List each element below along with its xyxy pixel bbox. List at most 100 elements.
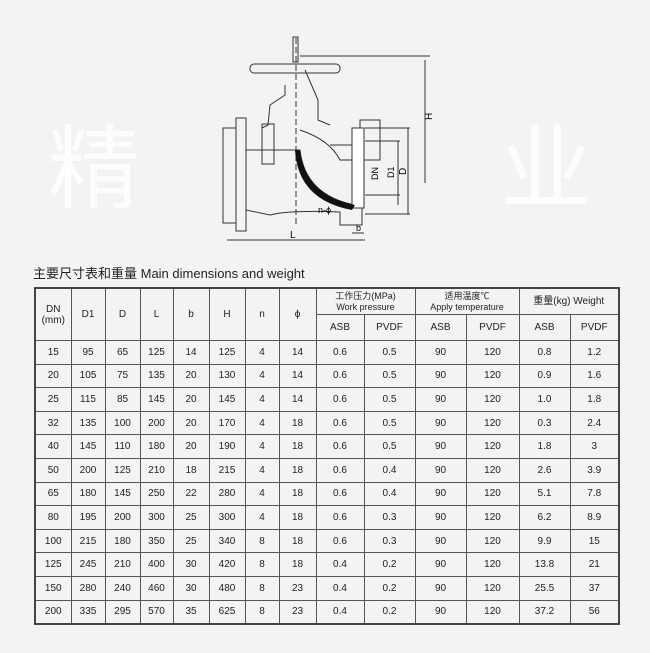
table-cell: 120: [465, 387, 520, 412]
table-cell: 1.8: [569, 387, 620, 412]
table-cell: 2.4: [569, 410, 620, 436]
table-cell: 20: [34, 363, 72, 389]
table-cell: 125: [139, 340, 174, 365]
table-cell: 18: [278, 410, 317, 436]
table-cell: 20: [172, 387, 210, 412]
table-cell: 120: [465, 528, 520, 554]
table-cell: 37: [569, 575, 620, 601]
header-weight: 重量(kg) Weight: [518, 287, 620, 315]
table-cell: 0.3: [518, 410, 571, 436]
table-cell: 25: [172, 528, 210, 554]
table-cell: 280: [208, 481, 246, 507]
table-cell: 90: [414, 340, 467, 365]
table-cell: 150: [34, 575, 72, 601]
subheader-pvdf: PVDF: [569, 314, 620, 341]
table-cell: 100: [34, 528, 72, 554]
table-cell: 300: [139, 505, 174, 530]
table-cell: 32: [34, 410, 72, 436]
table-cell: 23: [278, 575, 317, 601]
header-b: b: [172, 287, 210, 341]
table-cell: 0.4: [315, 575, 365, 601]
table-cell: 0.5: [363, 387, 416, 412]
table-cell: 25: [172, 505, 210, 530]
table-cell: 4: [244, 410, 280, 436]
table-cell: 90: [414, 387, 467, 412]
table-cell: 21: [569, 552, 620, 577]
table-cell: 20: [172, 434, 210, 459]
table-cell: 120: [465, 505, 520, 530]
table-cell: 0.2: [363, 575, 416, 601]
header-d: D: [104, 287, 141, 341]
table-cell: 120: [465, 599, 520, 625]
table-cell: 130: [208, 363, 246, 389]
table-cell: 20: [172, 410, 210, 436]
table-cell: 90: [414, 528, 467, 554]
table-cell: 0.6: [315, 457, 365, 483]
table-cell: 20: [172, 363, 210, 389]
table-cell: 95: [70, 340, 106, 365]
table-cell: 0.2: [363, 552, 416, 577]
table-cell: 0.5: [363, 434, 416, 459]
table-cell: 200: [34, 599, 72, 625]
table-cell: 0.6: [315, 505, 365, 530]
table-cell: 0.4: [315, 599, 365, 625]
table-cell: 90: [414, 599, 467, 625]
table-cell: 0.8: [518, 340, 571, 365]
table-cell: 7.8: [569, 481, 620, 507]
table-cell: 4: [244, 505, 280, 530]
table-cell: 200: [104, 505, 141, 530]
table-cell: 80: [34, 505, 72, 530]
table-cell: 3: [569, 434, 620, 459]
table-cell: 18: [278, 457, 317, 483]
table-cell: 90: [414, 481, 467, 507]
table-cell: 18: [278, 434, 317, 459]
header-d1: D1: [70, 287, 106, 341]
table-cell: 180: [104, 528, 141, 554]
table-cell: 215: [208, 457, 246, 483]
table-cell: 13.8: [518, 552, 571, 577]
table-cell: 210: [104, 552, 141, 577]
dimensions-table: DN(mm) D1 D L b H n ϕ 工作压力(MPa)Work pres…: [34, 287, 620, 626]
table-cell: 125: [104, 457, 141, 483]
header-phi: ϕ: [278, 287, 317, 341]
table-cell: 120: [465, 481, 520, 507]
table-cell: 65: [34, 481, 72, 507]
subheader-pvdf: PVDF: [363, 314, 416, 341]
subheader-asb: ASB: [315, 314, 365, 341]
table-cell: 75: [104, 363, 141, 389]
table-cell: 0.6: [315, 481, 365, 507]
label-l: L: [290, 230, 296, 241]
subheader-asb: ASB: [414, 314, 467, 341]
table-cell: 5.1: [518, 481, 571, 507]
table-cell: 135: [70, 410, 106, 436]
table-cell: 1.8: [518, 434, 571, 459]
table-cell: 8.9: [569, 505, 620, 530]
table-cell: 0.6: [315, 387, 365, 412]
table-cell: 570: [139, 599, 174, 625]
table-cell: 0.3: [363, 528, 416, 554]
table-cell: 420: [208, 552, 246, 577]
header-dn: DN(mm): [34, 287, 72, 341]
header-work-pressure: 工作压力(MPa)Work pressure: [315, 287, 416, 315]
table-cell: 0.4: [363, 481, 416, 507]
table-cell: 190: [208, 434, 246, 459]
table-cell: 0.5: [363, 410, 416, 436]
table-cell: 340: [208, 528, 246, 554]
table-cell: 120: [465, 457, 520, 483]
table-cell: 240: [104, 575, 141, 601]
table-cell: 335: [70, 599, 106, 625]
table-cell: 125: [34, 552, 72, 577]
table-cell: 250: [139, 481, 174, 507]
table-cell: 90: [414, 363, 467, 389]
table-cell: 90: [414, 575, 467, 601]
table-cell: 35: [172, 599, 210, 625]
table-cell: 37.2: [518, 599, 571, 625]
table-cell: 245: [70, 552, 106, 577]
table-cell: 0.4: [363, 457, 416, 483]
